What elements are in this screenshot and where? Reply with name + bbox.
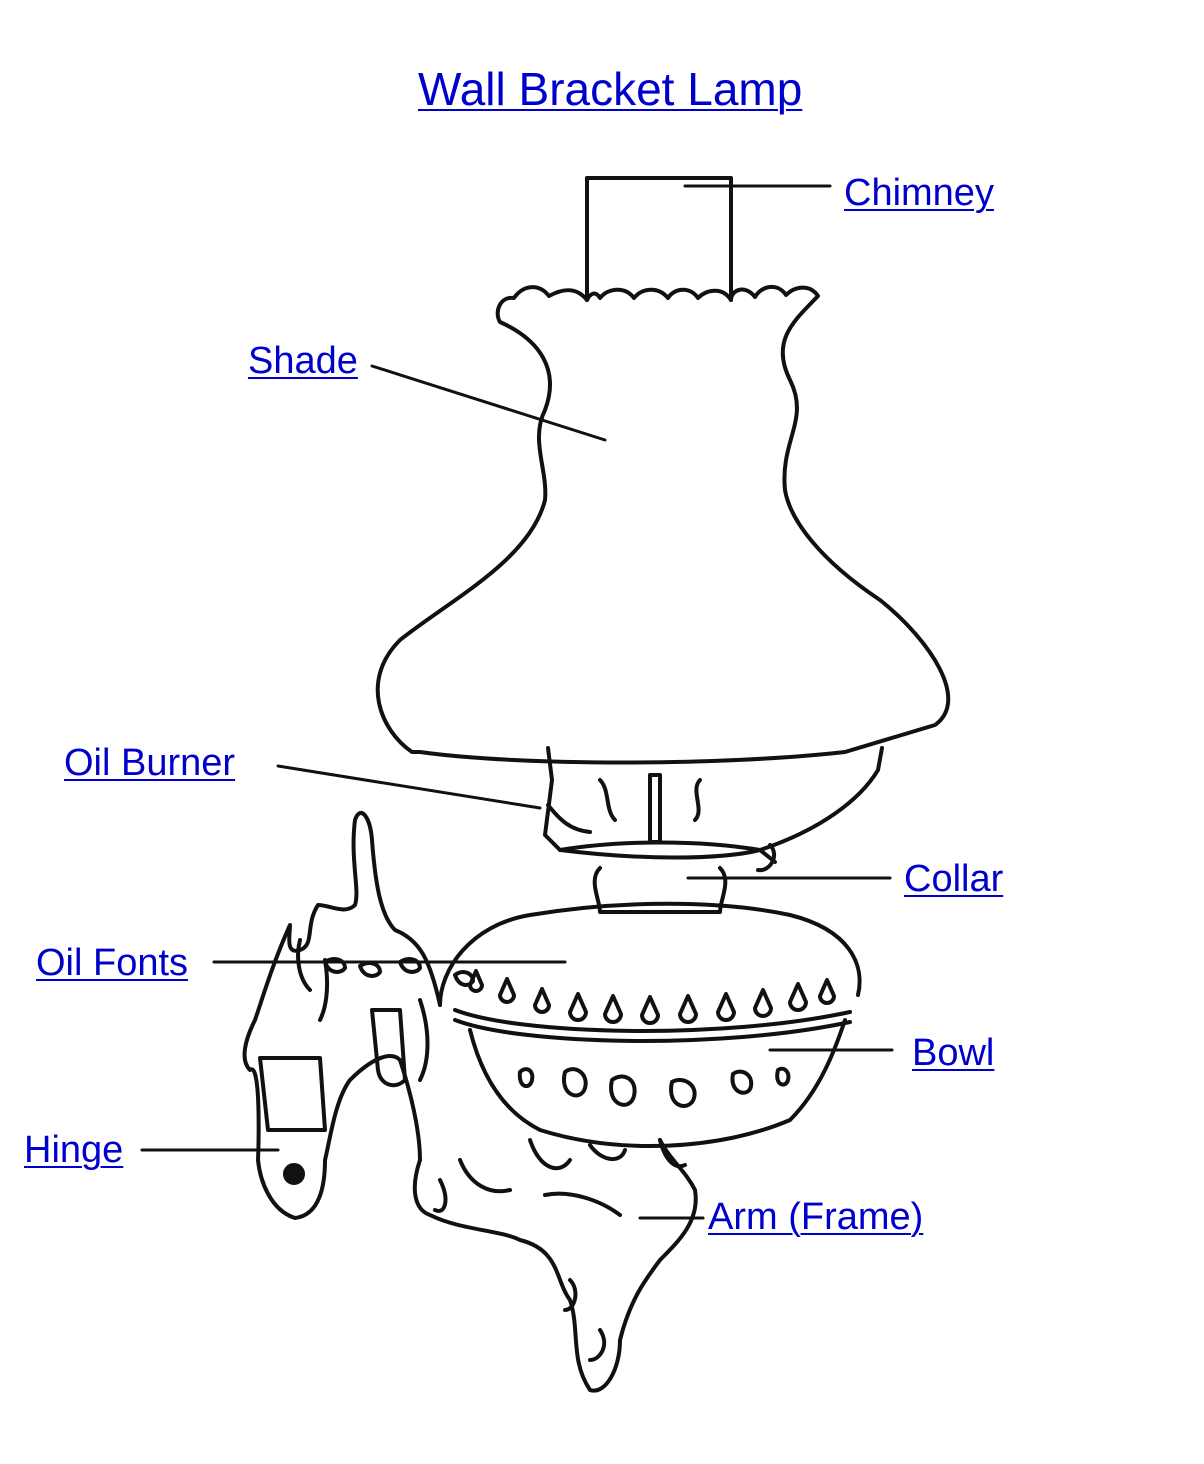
leader-shade	[370, 364, 607, 442]
shade-outline	[375, 285, 951, 765]
hinge-hole	[283, 1163, 305, 1185]
page-title[interactable]: Wall Bracket Lamp	[418, 63, 803, 115]
collar-outline	[592, 866, 728, 914]
bracket-frame	[242, 811, 698, 1393]
label-bowl[interactable]: Bowl	[912, 1032, 995, 1074]
label-hinge[interactable]: Hinge	[24, 1129, 124, 1171]
label-collar[interactable]: Collar	[904, 858, 1004, 900]
label-shade[interactable]: Shade	[248, 340, 358, 382]
bowl-top	[438, 901, 862, 1007]
teardrop-row	[468, 969, 836, 1025]
label-oil-burner[interactable]: Oil Burner	[64, 742, 236, 784]
label-oil-fonts[interactable]: Oil Fonts	[36, 942, 189, 984]
leader-oil-burner	[276, 764, 542, 810]
chimney-outline	[585, 176, 733, 302]
label-chimney[interactable]: Chimney	[844, 172, 994, 214]
label-arm-frame[interactable]: Arm (Frame)	[708, 1196, 924, 1238]
